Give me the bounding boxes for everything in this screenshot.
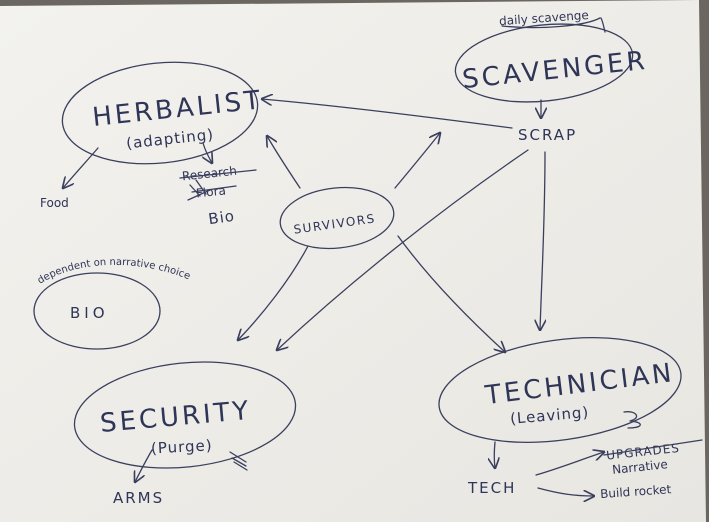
scavenger-note: daily scavenge <box>499 8 590 28</box>
bio-title: BIO <box>70 304 109 322</box>
arrow-herbalist-to-food <box>63 147 99 188</box>
scribble-security <box>229 451 248 471</box>
security-subtitle: (Purge) <box>151 436 214 457</box>
label-scrap: SCRAP <box>518 126 577 144</box>
label-research: Research <box>181 164 237 184</box>
arrow-survivors-to-security <box>238 245 309 340</box>
arrow-scrap-to-security <box>277 149 529 350</box>
label-tech: TECH <box>467 479 516 497</box>
arrow-scrap-to-technician <box>540 151 545 330</box>
label-food: Food <box>40 196 69 210</box>
arrow-survivors-to-scrap <box>394 133 440 189</box>
arrow-survivors-to-herbalist <box>267 136 301 189</box>
scribble-technician <box>623 411 641 429</box>
arrow-tech-to-build-rocket <box>537 487 594 496</box>
arrows <box>63 99 604 496</box>
label-arms: ARMS <box>113 489 164 507</box>
research-scratch-group: Research Flora Bio <box>179 164 257 229</box>
arrow-technician-to-tech <box>494 441 495 468</box>
arrow-scrap-to-herbalist <box>262 99 513 129</box>
arrow-survivors-to-technician <box>397 235 505 352</box>
label-flora: Flora <box>195 183 226 200</box>
label-bio-small: Bio <box>207 207 236 229</box>
arrow-security-to-arms <box>135 449 153 482</box>
arrow-tech-to-upgrades <box>535 452 604 476</box>
label-build-rocket: Build rocket <box>600 482 672 501</box>
arrow-herbalist-to-research <box>203 142 212 163</box>
label-narrative: Narrative <box>611 457 668 477</box>
